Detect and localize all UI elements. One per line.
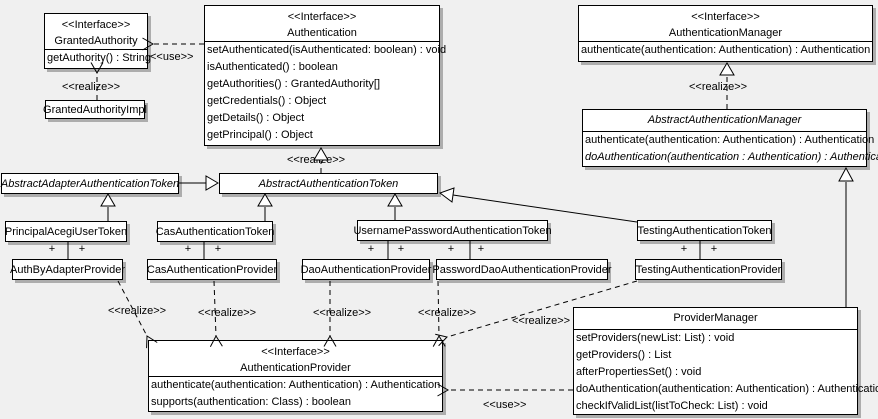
class-box-provider-manager[interactable]: ProviderManager setProviders(newList: Li…: [573, 307, 878, 415]
realize-label: <<realize>>: [689, 81, 748, 93]
class-name: AbstractAuthenticationToken: [258, 177, 399, 190]
class-box-granted-authority-impl[interactable]: GrantedAuthorityImpl: [43, 100, 147, 119]
class-name: TestingAuthenticationToken: [637, 224, 772, 237]
class-name: ProviderManager: [574, 308, 857, 330]
class-box-authentication-provider[interactable]: <<Interface>> AuthenticationProvider aut…: [148, 340, 443, 412]
members-compartment: authenticate(authentication: Authenticat…: [579, 42, 872, 59]
class-name: AuthByAdapterProvider: [10, 263, 125, 276]
class-name: GrantedAuthority: [54, 35, 138, 47]
class-box-authentication-manager[interactable]: <<Interface>> AuthenticationManager auth…: [578, 5, 873, 62]
arrowhead-triangle: [387, 193, 403, 207]
class-name: DaoAuthenticationProvider: [300, 263, 432, 276]
multiplicity-label: +: [367, 243, 375, 255]
class-box-testing-authentication-token[interactable]: TestingAuthenticationToken: [637, 220, 772, 241]
member-row: getAuthorities() : GrantedAuthority[]: [207, 78, 381, 90]
class-box-principal-acegi-user-token[interactable]: PrincipalAcegiUserToken: [5, 221, 127, 242]
class-box-dao-authentication-provider[interactable]: DaoAuthenticationProvider: [300, 259, 432, 280]
realize-label: <<realize>>: [62, 81, 121, 93]
class-box-abstract-authentication-manager[interactable]: AbstractAuthenticationManager authentica…: [582, 109, 878, 167]
realize-label: <<realize>>: [418, 307, 477, 319]
member-row: getAuthority() : String: [47, 52, 151, 64]
class-header: <<Interface>> Authentication: [205, 6, 439, 42]
class-name: PasswordDaoAuthenticationProvider: [432, 263, 612, 276]
class-box-granted-authority[interactable]: <<Interface>> GrantedAuthority getAuthor…: [44, 13, 151, 69]
members-compartment: setAuthenticated(isAuthenticated: boolea…: [205, 42, 447, 144]
stereotype-label: <<Interface>>: [287, 11, 357, 23]
member-row: supports(authentication: Class) : boolea…: [151, 396, 351, 408]
stereotype-label: <<Interface>>: [691, 11, 760, 23]
class-box-username-password-authentication-token[interactable]: UsernamePasswordAuthenticationToken: [353, 220, 552, 241]
use-label: <<use>>: [150, 51, 194, 63]
class-name: GrantedAuthorityImpl: [43, 103, 147, 116]
class-name: TestingAuthenticationProvider: [635, 263, 782, 276]
use-label: <<use>>: [483, 399, 527, 411]
class-box-abstract-adapter-authentication-token[interactable]: AbstractAdapterAuthenticationToken: [1, 173, 179, 194]
member-row: setAuthenticated(isAuthenticated: boolea…: [207, 44, 447, 56]
arrowhead-triangle: [100, 193, 116, 207]
class-box-testing-authentication-provider[interactable]: TestingAuthenticationProvider: [635, 259, 782, 280]
member-row: getProviders() : List: [576, 349, 672, 361]
class-name: CasAuthenticationToken: [155, 225, 275, 238]
member-row: authenticate(authentication: Authenticat…: [585, 134, 875, 146]
class-name: AbstractAuthenticationManager: [583, 110, 866, 132]
members-compartment: authenticate(authentication: Authenticat…: [149, 377, 442, 411]
arrowhead-triangle: [438, 187, 455, 203]
realize-label: <<realize>>: [287, 154, 346, 166]
multiplicity-label: +: [477, 243, 485, 255]
member-row: authenticate(authentication: Authenticat…: [151, 379, 441, 391]
realize-label: <<realize>>: [512, 315, 571, 327]
class-name: AuthenticationManager: [668, 27, 783, 39]
class-name: Authentication: [287, 27, 357, 39]
member-row: authenticate(authentication: Authenticat…: [581, 44, 871, 56]
arrowhead-triangle: [205, 175, 219, 191]
realize-label: <<realize>>: [313, 307, 372, 319]
class-name: AbstractAdapterAuthenticationToken: [0, 177, 180, 190]
class-name: PrincipalAcegiUserToken: [4, 225, 128, 238]
multiplicity-label: +: [78, 243, 86, 255]
member-row: setProviders(newList: List) : void: [576, 332, 735, 344]
class-box-cas-authentication-provider[interactable]: CasAuthenticationProvider: [147, 259, 277, 280]
arrowhead-triangle: [719, 62, 735, 76]
multiplicity-label: +: [447, 243, 455, 255]
multiplicity-label: +: [214, 243, 222, 255]
class-box-abstract-authentication-token[interactable]: AbstractAuthenticationToken: [219, 173, 438, 194]
members-compartment: authenticate(authentication: Authenticat…: [583, 132, 878, 166]
multiplicity-label: +: [710, 243, 718, 255]
realize-label: <<realize>>: [108, 305, 167, 317]
member-row: isAuthenticated() : boolean: [207, 61, 338, 73]
member-row: checkIfValidList(listToCheck: List) : vo…: [576, 400, 768, 412]
class-header: <<Interface>> AuthenticationManager: [579, 6, 872, 42]
class-box-authentication[interactable]: <<Interface>> Authentication setAuthenti…: [204, 5, 447, 146]
generalization-edge: [452, 194, 638, 223]
class-name: AuthenticationProvider: [240, 362, 351, 374]
members-compartment: setProviders(newList: List) : void getPr…: [574, 330, 878, 415]
class-header: <<Interface>> GrantedAuthority: [45, 14, 147, 50]
class-box-password-dao-authentication-provider[interactable]: PasswordDaoAuthenticationProvider: [432, 259, 612, 280]
member-row: doAuthentication(authentication: Authent…: [576, 383, 878, 395]
class-box-auth-by-adapter-provider[interactable]: AuthByAdapterProvider: [10, 259, 125, 280]
multiplicity-label: +: [184, 243, 192, 255]
member-row: doAuthentication(authentication : Authen…: [585, 151, 878, 163]
member-row: getDetails() : Object: [207, 112, 305, 124]
class-name: UsernamePasswordAuthenticationToken: [353, 224, 552, 237]
arrowhead-triangle: [838, 166, 854, 182]
member-row: getCredentials() : Object: [207, 95, 327, 107]
stereotype-label: <<Interface>>: [261, 346, 330, 358]
member-row: getPrincipal() : Object: [207, 129, 313, 141]
class-name: CasAuthenticationProvider: [146, 263, 278, 276]
multiplicity-label: +: [680, 243, 688, 255]
members-compartment: getAuthority() : String: [45, 50, 151, 67]
member-row: afterPropertiesSet() : void: [576, 366, 702, 378]
class-box-cas-authentication-token[interactable]: CasAuthenticationToken: [155, 221, 275, 242]
realize-label: <<realize>>: [198, 307, 257, 319]
class-header: <<Interface>> AuthenticationProvider: [149, 341, 442, 377]
multiplicity-label: +: [48, 243, 56, 255]
stereotype-label: <<Interface>>: [61, 19, 131, 31]
arrowhead-triangle: [257, 193, 273, 207]
multiplicity-label: +: [397, 243, 405, 255]
